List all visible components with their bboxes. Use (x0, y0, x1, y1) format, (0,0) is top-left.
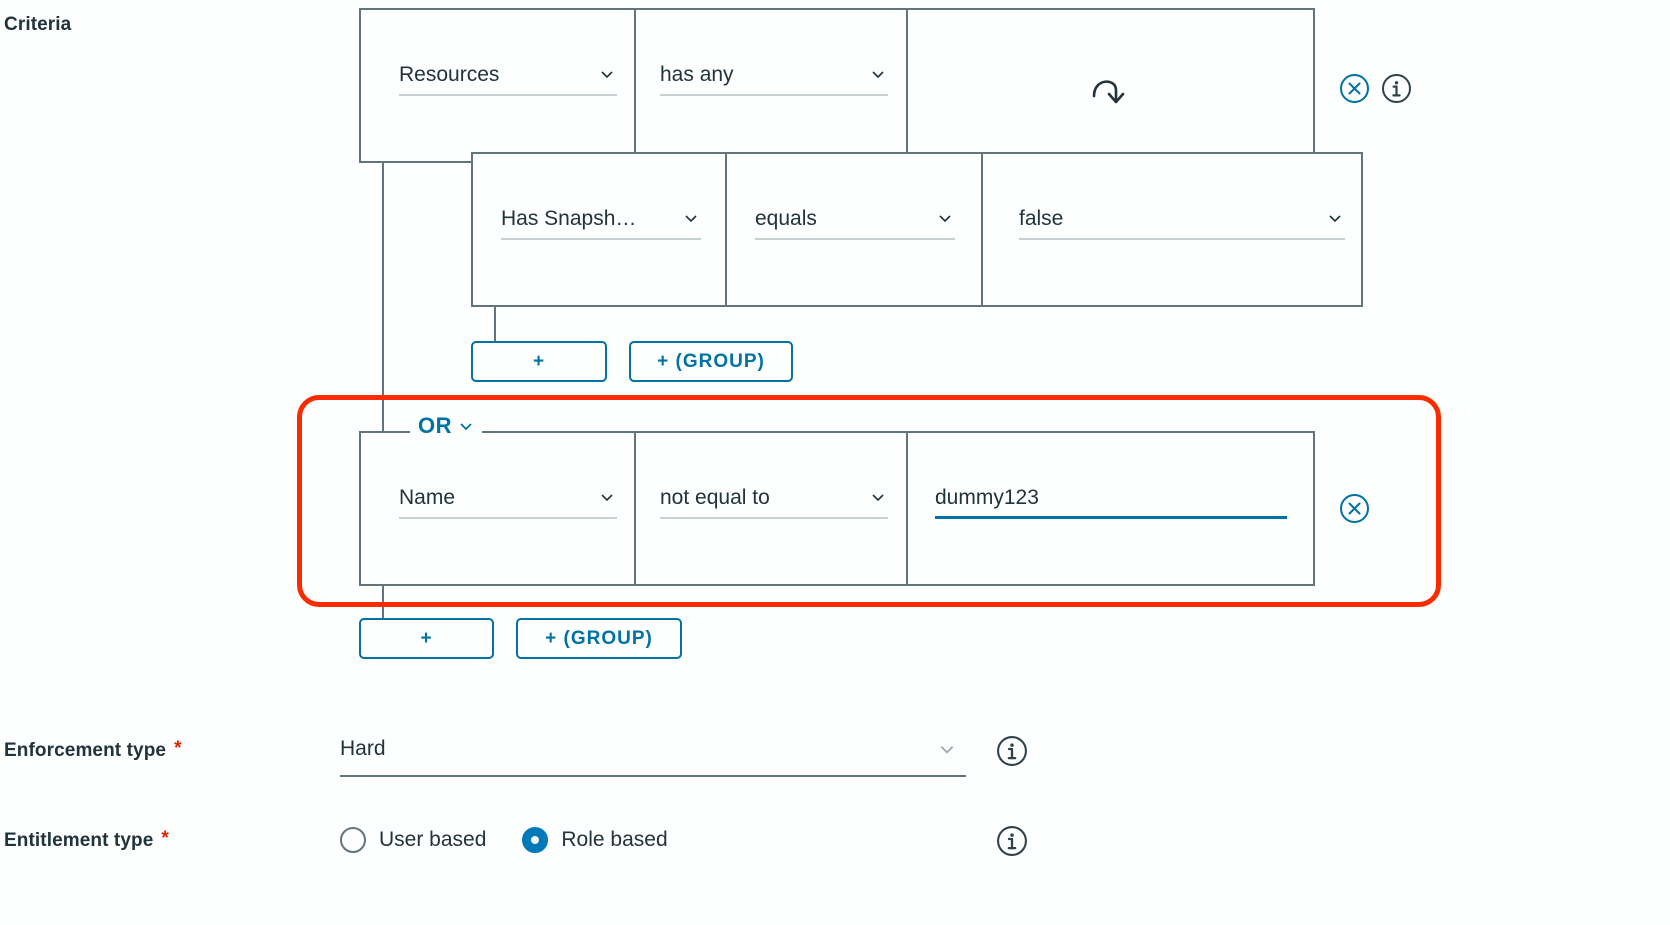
remove-criteria-nested2-button[interactable] (1339, 493, 1370, 524)
criteria-subject-select[interactable]: Resources (399, 62, 617, 96)
nested1-value-value: false (1019, 207, 1064, 230)
radio-circle-icon (340, 827, 366, 853)
required-asterisk: * (174, 738, 182, 759)
criteria-label: Criteria (4, 14, 72, 35)
chevron-down-icon (938, 740, 956, 758)
conjunction-or-label: OR (418, 413, 452, 438)
entitlement-type-label: Entitlement type * (4, 828, 169, 852)
entitlement-type-radio-group: User based Role based (340, 827, 704, 853)
entitlement-info-icon[interactable] (996, 825, 1028, 857)
nested2-operator-value: not equal to (660, 486, 770, 509)
criteria-nested-group-1: Has Snapsh… equals false (471, 152, 1363, 307)
enforcement-info-icon[interactable] (996, 735, 1028, 767)
conjunction-or-select[interactable]: OR (410, 412, 482, 440)
chevron-down-icon (458, 418, 474, 434)
tree-connector-main (382, 163, 384, 641)
nested2-value-text: dummy123 (935, 486, 1039, 509)
add-group-button-1[interactable]: + (GROUP) (629, 341, 793, 382)
chevron-down-icon (599, 66, 615, 82)
nested2-subject-cell: Name (361, 433, 636, 584)
nested2-subject-value: Name (399, 486, 456, 509)
nested1-operator-value: equals (755, 207, 817, 230)
remove-criteria-root-button[interactable] (1339, 73, 1370, 104)
chevron-down-icon (599, 489, 615, 505)
nested1-operator-cell: equals (727, 154, 983, 305)
radio-option-user-based[interactable]: User based (340, 827, 486, 853)
add-criteria-button-1[interactable]: + (471, 341, 607, 382)
nested2-operator-select[interactable]: not equal to (660, 485, 888, 519)
chevron-down-icon (1327, 210, 1343, 226)
radio-option-role-based[interactable]: Role based (522, 827, 668, 853)
nested1-value-select[interactable]: false (1019, 206, 1345, 240)
radio-label-role-based: Role based (561, 828, 668, 851)
radio-label-user-based: User based (379, 828, 487, 851)
required-asterisk: * (161, 828, 169, 849)
chevron-down-icon (937, 210, 953, 226)
nested1-subject-value: Has Snapsh… (501, 207, 637, 230)
nested2-value-cell: dummy123 (908, 433, 1317, 584)
enforcement-type-value: Hard (340, 737, 386, 760)
chevron-down-icon (870, 66, 886, 82)
criteria-nested-group-2: Name not equal to dummy123 (359, 431, 1315, 586)
add-group-button-2[interactable]: + (GROUP) (516, 618, 682, 659)
nested1-value-cell: false (983, 154, 1365, 305)
criteria-value-cell (908, 10, 1317, 161)
criteria-subject-value: Resources (399, 63, 500, 86)
arrow-curve-down-icon (1086, 62, 1128, 108)
chevron-down-icon (870, 489, 886, 505)
enforcement-type-label: Enforcement type * (4, 738, 182, 762)
nested1-operator-select[interactable]: equals (755, 206, 955, 240)
enforcement-type-label-text: Enforcement type (4, 740, 167, 761)
nested1-subject-select[interactable]: Has Snapsh… (501, 206, 701, 240)
chevron-down-icon (683, 210, 699, 226)
criteria-operator-cell: has any (636, 10, 908, 161)
criteria-operator-select[interactable]: has any (660, 62, 888, 96)
criteria-operator-value: has any (660, 63, 734, 86)
radio-circle-selected-icon (522, 827, 549, 853)
nested2-subject-select[interactable]: Name (399, 485, 617, 519)
nested1-subject-cell: Has Snapsh… (473, 154, 727, 305)
nested2-operator-cell: not equal to (636, 433, 908, 584)
nested2-value-input[interactable]: dummy123 (935, 485, 1287, 519)
enforcement-type-select[interactable]: Hard (340, 736, 966, 777)
criteria-root-row: Resources has any (359, 8, 1315, 163)
tree-connector-branch-1-bottom (494, 307, 496, 341)
add-criteria-button-2[interactable]: + (359, 618, 494, 659)
criteria-info-icon[interactable] (1381, 73, 1412, 104)
criteria-subject-cell: Resources (361, 10, 636, 161)
entitlement-type-label-text: Entitlement type (4, 830, 154, 851)
